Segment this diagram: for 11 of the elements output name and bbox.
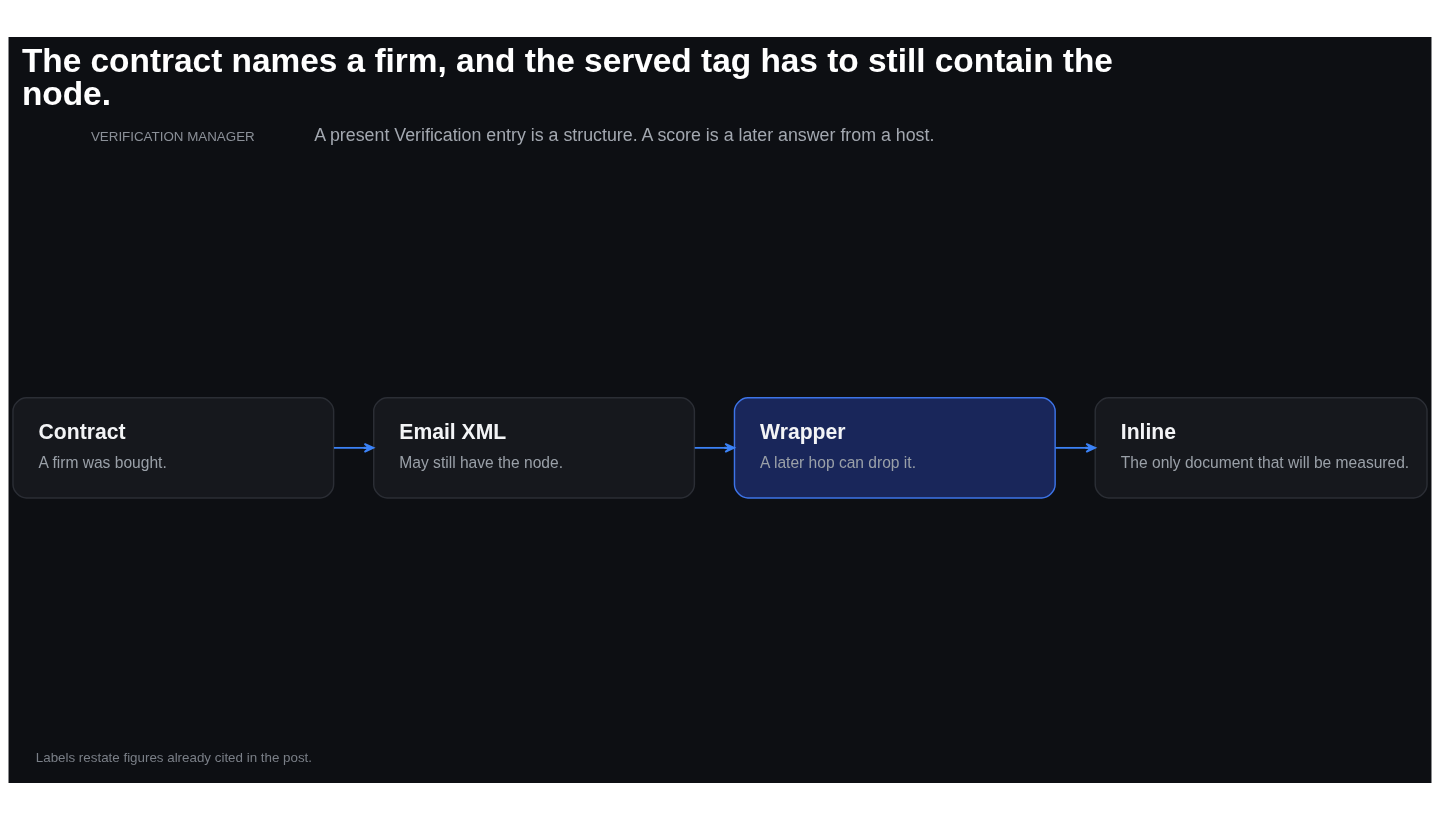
label: A present Verification entry is a structure. A score is a later answer from a host. — [314, 125, 935, 146]
arrow — [693, 442, 736, 453]
diagram-title: The contract names a firm, and the served tag has to still contain the node. — [21, 41, 1113, 112]
arrow — [1054, 442, 1097, 453]
label: VERIFICATION MANAGER — [90, 128, 255, 144]
node-box: Email XML May still have the node. — [373, 397, 696, 499]
node-box: Inline The only document that will be measured. — [1094, 397, 1428, 499]
arrow — [333, 442, 375, 453]
node-box: Contract A firm was bought. — [12, 397, 335, 499]
label: Labels restate figures already cited in the post. — [35, 749, 313, 765]
node-box: Wrapper A later hop can drop it. — [733, 397, 1056, 499]
